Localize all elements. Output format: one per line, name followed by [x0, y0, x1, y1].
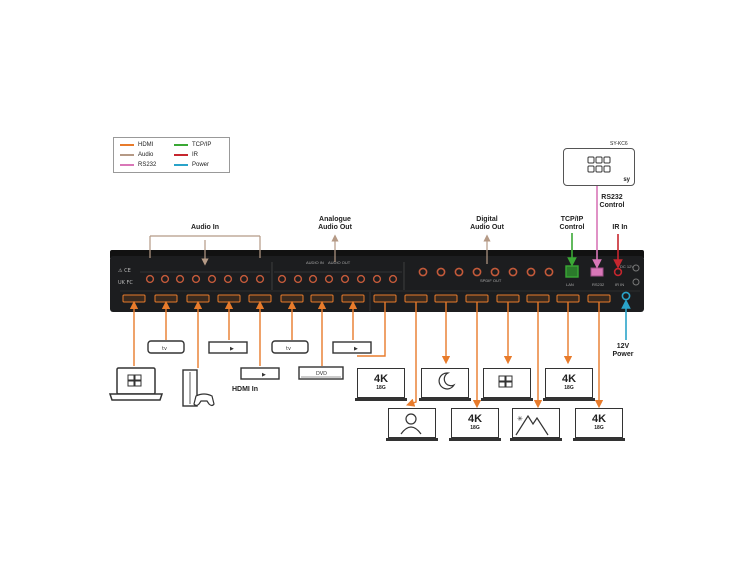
svg-text:✳: ✳: [517, 415, 523, 423]
label-audio-in: Audio In: [191, 224, 219, 231]
legend: HDMI Audio RS232 TCP/IP IR Power: [113, 137, 230, 173]
dc-power-port: [621, 291, 631, 301]
svg-text:DVD: DVD: [316, 371, 327, 377]
display-bottom-1: [388, 408, 436, 438]
person-icon: [400, 413, 422, 435]
legend-label: RS232: [138, 162, 157, 168]
display-top-1: 4K 18G: [357, 368, 405, 398]
ir-port: [613, 267, 623, 277]
display-resolution: 4K: [591, 413, 607, 425]
legend-item-tcpip: TCP/IP: [174, 142, 211, 148]
legend-label: HDMI: [138, 142, 154, 148]
bluray-player-icon: ▶: [240, 367, 280, 380]
legend-swatch: [174, 144, 188, 146]
keypad-controller: sy: [563, 148, 635, 186]
display-bottom-4: 4K 18G: [575, 408, 623, 438]
dc-port-label: DC 12V: [620, 264, 635, 269]
display-top-2: [421, 368, 469, 398]
display-stand: [573, 438, 625, 441]
lan-port-label: LAN: [566, 282, 574, 287]
bluray-player-icon: ▶: [332, 341, 372, 354]
display-top-3: [483, 368, 531, 398]
display-bottom-2: 4K 18G: [451, 408, 499, 438]
device-top-edge: [110, 250, 644, 258]
legend-label: Audio: [138, 152, 154, 158]
label-ir-in: IR In: [612, 224, 628, 231]
svg-text:tv: tv: [162, 346, 167, 352]
laptop-icon: [108, 367, 164, 401]
display-bandwidth: 18G: [564, 385, 574, 391]
game-console-icon: [182, 369, 215, 407]
hdmi-output-connections: [357, 302, 604, 409]
device-panel-details: ⚠ CE UK FC: [118, 262, 640, 311]
controller-logo: sy: [623, 177, 630, 183]
svg-text:⚠ CE: ⚠ CE: [118, 268, 131, 274]
digital-out-jacks: [418, 267, 554, 277]
streaming-box-icon: tv: [271, 340, 309, 354]
display-stand: [481, 398, 533, 401]
svg-text:▶: ▶: [262, 372, 266, 378]
label-rs232-control: RS232 Control: [599, 194, 625, 209]
display-stand: [386, 438, 438, 441]
legend-item-rs232: RS232: [120, 162, 156, 168]
legend-swatch: [174, 164, 188, 166]
bluray-player-icon: ▶: [208, 341, 248, 354]
legend-swatch: [120, 164, 134, 166]
audio-in-connection: [149, 235, 261, 266]
media-player-icon: DVD: [298, 366, 344, 380]
hdmi-input-connections: [129, 300, 358, 368]
keypad-buttons: [587, 156, 611, 173]
audio-out-jacks: [277, 274, 398, 284]
ground-screw: [632, 264, 640, 272]
svg-text:▶: ▶: [354, 346, 358, 352]
svg-text:UK FC: UK FC: [118, 280, 133, 286]
svg-text:tv: tv: [286, 346, 291, 352]
label-digital-audio-out: Digital Audio Out: [470, 216, 504, 231]
windows-icon: [498, 375, 513, 388]
legend-swatch: [174, 154, 188, 156]
label-analogue-audio-out: Analogue Audio Out: [318, 216, 352, 231]
controller-model: SY-KC6: [610, 141, 628, 147]
legend-item-audio: Audio: [120, 152, 153, 158]
hdmi-ports: [122, 294, 611, 303]
legend-item-hdmi: HDMI: [120, 142, 153, 148]
section-audio-out-label: AUDIO OUT: [328, 260, 351, 265]
legend-item-ir: IR: [174, 152, 198, 158]
display-bandwidth: 18G: [376, 385, 386, 391]
legend-item-power: Power: [174, 162, 209, 168]
label-12v-power: 12V Power: [612, 343, 634, 358]
display-resolution: 4K: [561, 373, 577, 385]
legend-label: Power: [192, 162, 210, 168]
section-audio-in-label: AUDIO IN: [306, 260, 324, 265]
legend-label: TCP/IP: [192, 142, 212, 148]
legend-swatch: [120, 154, 134, 156]
ir-port-label: IR IN: [615, 282, 625, 287]
label-tcpip-control: TCP/IP Control: [559, 216, 585, 231]
display-bandwidth: 18G: [470, 425, 480, 431]
section-digital-label: SPDIF OUT: [480, 278, 502, 283]
rs232-port: [590, 267, 604, 277]
mountain-icon: ✳: [515, 414, 549, 436]
display-resolution: 4K: [373, 373, 389, 385]
display-bandwidth: 18G: [594, 425, 604, 431]
moon-icon: [438, 372, 456, 390]
display-stand: [419, 398, 471, 401]
display-top-4: 4K 18G: [545, 368, 593, 398]
display-stand: [510, 438, 562, 441]
rs232-port-label: RS232: [592, 282, 605, 287]
display-bottom-3: [512, 408, 560, 438]
display-resolution: 4K: [467, 413, 483, 425]
display-stand: [449, 438, 501, 441]
ground-screw: [632, 278, 640, 286]
label-hdmi-in: HDMI In: [231, 386, 259, 393]
svg-text:▶: ▶: [230, 346, 234, 352]
display-stand: [543, 398, 595, 401]
streaming-box-icon: tv: [147, 340, 185, 354]
audio-in-jacks: [145, 274, 265, 284]
legend-swatch: [120, 144, 134, 146]
legend-label: IR: [192, 152, 198, 158]
display-stand: [355, 398, 407, 401]
lan-port: [565, 265, 579, 278]
